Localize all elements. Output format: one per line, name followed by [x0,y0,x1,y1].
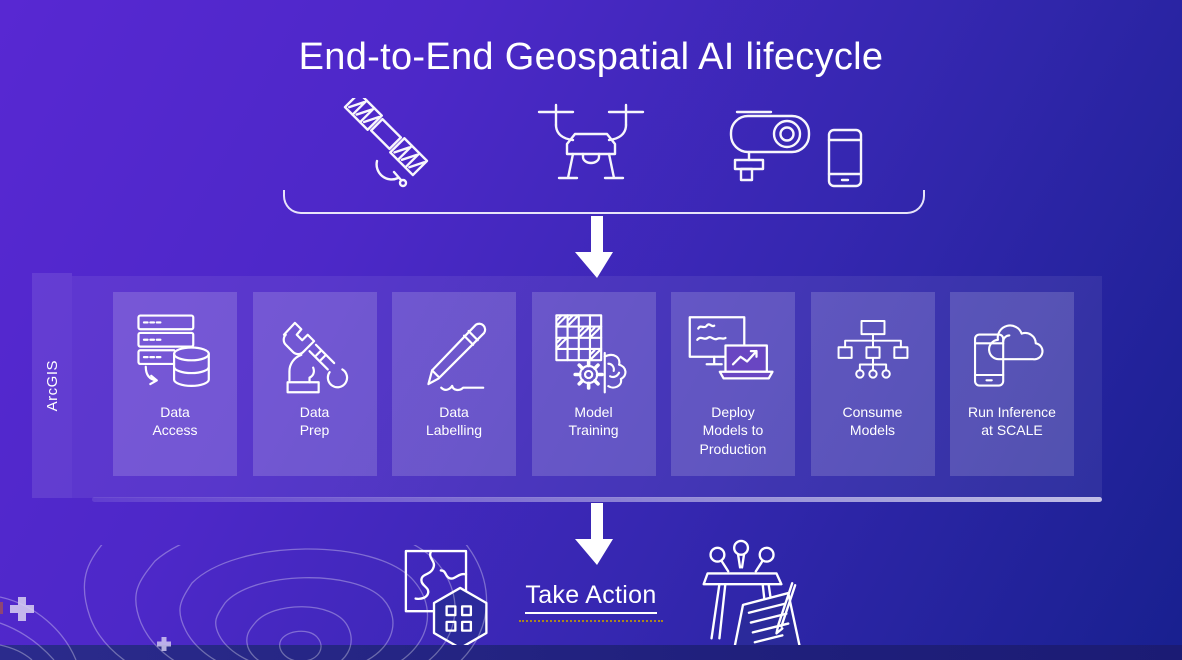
pipeline-step-data-labelling: Data Labelling [392,292,516,476]
step-label: Data Prep [299,404,330,439]
panel-edge-highlight [92,497,1102,502]
hierarchy-tree-icon [837,319,908,379]
pipeline-step-data-prep: Data Prep [252,292,377,476]
bottom-bar [0,645,1182,660]
monitor-laptop-chart-icon [688,315,774,380]
pencil-icon [427,322,487,391]
sources-bracket [283,190,925,214]
down-arrow-icon [575,503,613,565]
take-action-label: Take Action [525,581,657,614]
pipeline-step-run-inference: Run Inference at SCALE [950,292,1074,476]
step-label: Data Access [152,404,198,439]
arcgis-label: ArcGIS [43,359,61,412]
pipeline-step-deploy-models: Deploy Models to Production [671,292,795,476]
pipeline-step-consume-models: Consume Models [810,292,935,476]
server-database-icon [137,313,210,387]
arcgis-rail: ArcGIS [32,273,72,498]
wrench-hand-icon [282,321,348,393]
phone-cloud-icon [973,323,1044,387]
plus-marker-small [157,637,171,651]
grid-gear-brain-icon [554,313,626,393]
cctv-camera-phone-icon [729,110,863,188]
edge-artifact [0,602,3,614]
topographic-contours [0,545,488,660]
step-label: Run Inference at SCALE [968,404,1056,439]
pipeline-steps: Data Access Data Prep [113,292,1074,476]
plus-marker [10,597,34,621]
drone-icon [537,103,645,180]
step-label: Consume Models [842,404,903,439]
satellite-icon [343,98,429,188]
page-title: End-to-End Geospatial AI lifecycle [298,36,884,78]
podium-microphones-icon [702,539,802,656]
map-hexagon-icon [404,549,488,650]
step-label: Model Training [568,404,619,439]
down-arrow-icon [575,216,613,278]
pipeline-step-model-training: Model Training [531,292,656,476]
step-label: Data Labelling [425,404,483,439]
take-action-link[interactable]: Take Action [519,581,663,622]
step-label: Deploy Models to Production [699,404,767,457]
pipeline-step-data-access: Data Access [113,292,237,476]
